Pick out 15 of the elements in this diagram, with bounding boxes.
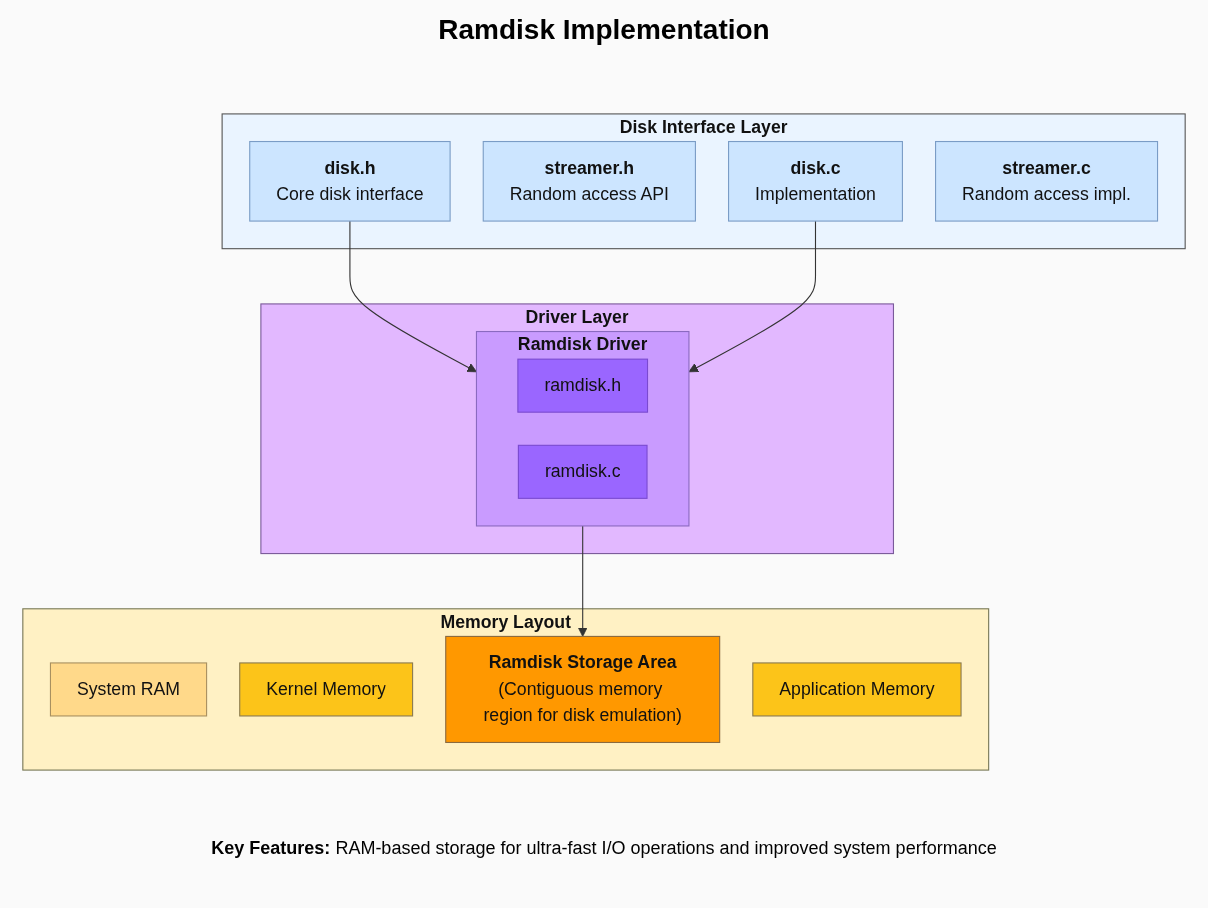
node-box: ramdisk.c <box>517 444 648 499</box>
node-box: Kernel Memory <box>239 662 414 717</box>
node-box: disk.h Core disk interface <box>249 141 451 222</box>
arrow <box>577 525 588 637</box>
diagram-title: Ramdisk Implementation <box>437 14 771 46</box>
node-box: disk.c Implementation <box>728 141 903 222</box>
caption-text: Key Features: RAM-based storage for ultra-fast I/O operations and improved system performance <box>210 838 998 859</box>
node-box: streamer.c Random access impl. <box>935 141 1159 222</box>
node-box: Ramdisk Storage Area (Contiguous memory region for disk emulation) <box>445 635 721 743</box>
node-box: Application Memory <box>752 662 962 717</box>
arrow <box>349 220 477 373</box>
arrow <box>688 220 817 373</box>
node-box: ramdisk.h <box>517 358 649 413</box>
node-box: System RAM <box>49 662 208 717</box>
node-box: streamer.h Random access API <box>482 141 696 222</box>
